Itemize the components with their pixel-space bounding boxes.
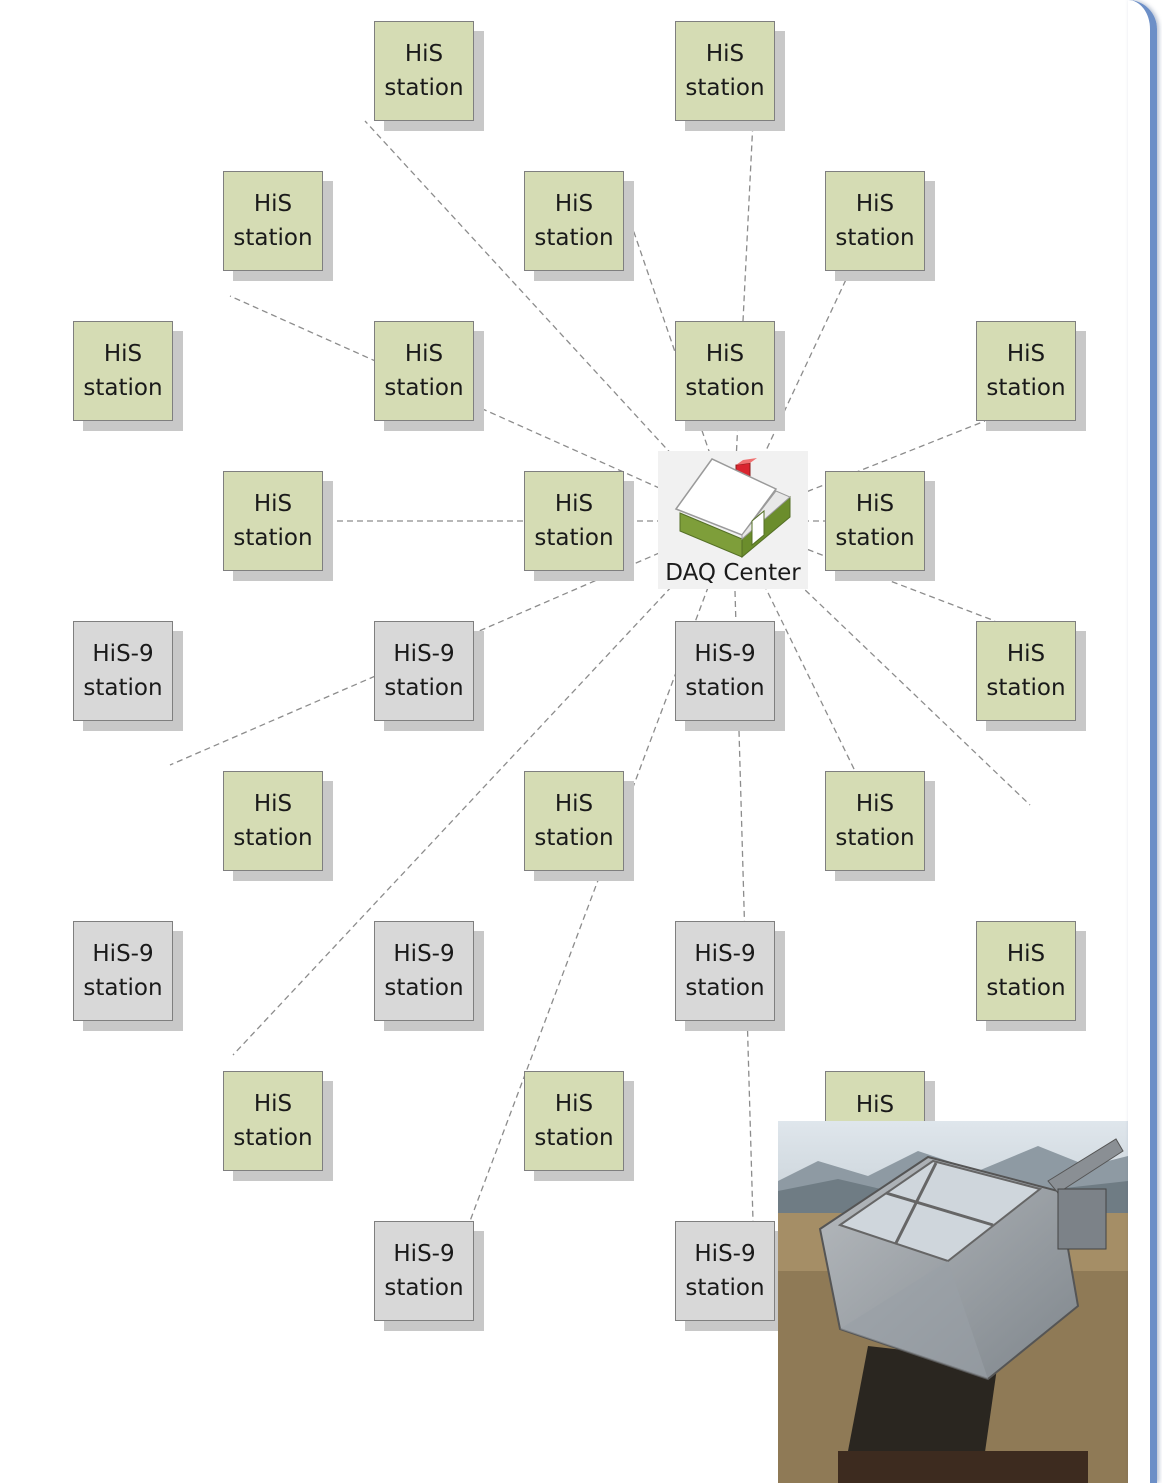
station-name: HiS-9: [393, 1241, 455, 1267]
station-type: station: [384, 1275, 464, 1301]
station-node: HiS station: [223, 771, 323, 871]
station-name: HiS: [554, 1091, 594, 1117]
station-node: HiS station: [825, 771, 925, 871]
station-type: station: [986, 375, 1066, 401]
station-node: HiS station: [675, 21, 775, 121]
station-node: HiS station: [223, 471, 323, 571]
station-type: station: [83, 375, 163, 401]
station-type: station: [83, 675, 163, 701]
station-name: HiS-9: [92, 941, 154, 967]
station-type: station: [534, 225, 614, 251]
page-frame-border: [1128, 0, 1162, 1483]
station-node: HiS station: [524, 471, 624, 571]
station-name: HiS: [253, 191, 293, 217]
station-node: HiS-9 station: [374, 921, 474, 1021]
station-type: station: [384, 675, 464, 701]
station-type: station: [534, 1125, 614, 1151]
station-name: HiS: [705, 341, 745, 367]
station-node: HiS station: [976, 621, 1076, 721]
station-name: HiS: [705, 41, 745, 67]
station-type: station: [384, 75, 464, 101]
station-name: HiS-9: [92, 641, 154, 667]
station-node: HiS-9 station: [73, 921, 173, 1021]
station-node: HiS station: [825, 171, 925, 271]
detector-photo-illustration: [778, 1121, 1128, 1483]
station-node: HiS station: [374, 321, 474, 421]
station-type: station: [233, 225, 313, 251]
link-line: [169, 520, 734, 766]
station-type: station: [986, 975, 1066, 1001]
station-node: HiS station: [825, 471, 925, 571]
detector-photo: [778, 1121, 1128, 1483]
station-name: HiS: [1006, 941, 1046, 967]
station-node: HiS station: [524, 171, 624, 271]
station-name: HiS: [554, 491, 594, 517]
station-node: HiS station: [223, 1071, 323, 1171]
station-type: station: [233, 1125, 313, 1151]
link-line: [732, 270, 851, 522]
station-node: HiS station: [73, 321, 173, 421]
station-name: HiS: [404, 341, 444, 367]
station-name: HiS-9: [694, 641, 756, 667]
link-line: [732, 520, 1031, 806]
station-type: station: [685, 975, 765, 1001]
station-type: station: [835, 225, 915, 251]
connection-lines: [169, 120, 1031, 1222]
station-node: HiS station: [976, 921, 1076, 1021]
station-type: station: [384, 975, 464, 1001]
station-node: HiS station: [976, 321, 1076, 421]
daq-center-label: DAQ Center: [665, 560, 801, 586]
station-node: HiS station: [223, 171, 323, 271]
station-name: HiS-9: [393, 641, 455, 667]
station-name: HiS: [855, 491, 895, 517]
station-name: HiS-9: [393, 941, 455, 967]
station-name: HiS: [1006, 641, 1046, 667]
station-type: station: [233, 825, 313, 851]
station-type: station: [685, 1275, 765, 1301]
station-node: HiS-9 station: [675, 1221, 775, 1321]
station-name: HiS: [1006, 341, 1046, 367]
station-node: HiS-9 station: [374, 621, 474, 721]
station-name: HiS: [404, 41, 444, 67]
station-name: HiS: [554, 791, 594, 817]
station-type: station: [534, 825, 614, 851]
station-name: HiS: [253, 491, 293, 517]
station-name: HiS-9: [694, 941, 756, 967]
station-node: HiS-9 station: [675, 621, 775, 721]
daq-center-box: [658, 451, 808, 589]
station-node: HiS station: [374, 21, 474, 121]
station-type: station: [83, 975, 163, 1001]
station-type: station: [233, 525, 313, 551]
station-name: HiS: [554, 191, 594, 217]
link-line: [732, 520, 754, 1222]
station-name: HiS: [253, 791, 293, 817]
station-node: HiS station: [524, 1071, 624, 1171]
link-line: [732, 520, 856, 772]
station-type: station: [835, 525, 915, 551]
station-type: station: [685, 375, 765, 401]
station-type: station: [986, 675, 1066, 701]
house-icon: [674, 458, 791, 559]
station-node: HiS-9 station: [73, 621, 173, 721]
station-node: HiS station: [524, 771, 624, 871]
link-line: [732, 520, 996, 622]
station-name: HiS: [103, 341, 143, 367]
link-line: [232, 520, 734, 1056]
station-name: HiS: [855, 1092, 895, 1118]
station-node: HiS station: [675, 321, 775, 421]
station-type: station: [685, 675, 765, 701]
station-name: HiS: [855, 191, 895, 217]
station-type: station: [534, 525, 614, 551]
station-name: HiS: [253, 1091, 293, 1117]
station-type: station: [384, 375, 464, 401]
station-node: HiS-9 station: [374, 1221, 474, 1321]
station-node: HiS-9 station: [675, 921, 775, 1021]
station-type: station: [685, 75, 765, 101]
station-name: HiS-9: [694, 1241, 756, 1267]
station-name: HiS: [855, 791, 895, 817]
station-type: station: [835, 825, 915, 851]
link-line: [229, 295, 734, 522]
